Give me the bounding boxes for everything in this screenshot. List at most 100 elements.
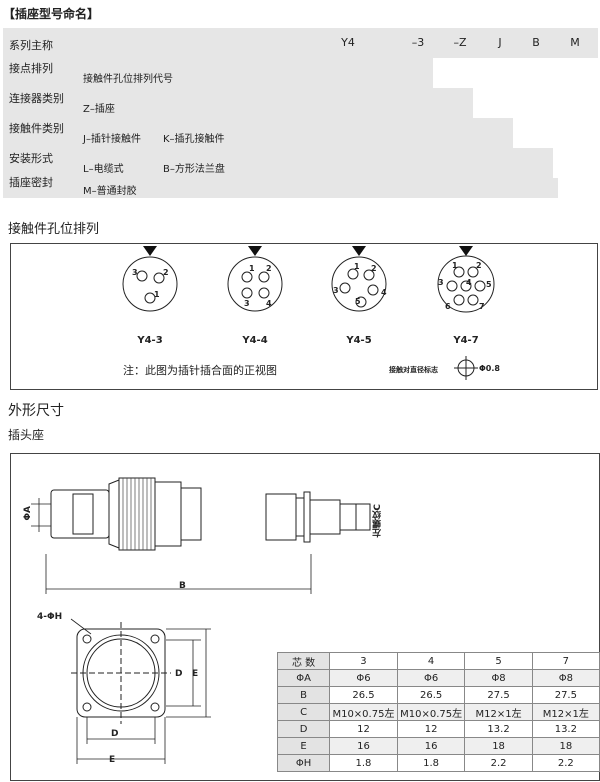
naming-row-series: 系列主称 Y4 –3 –Z J B M <box>3 28 598 58</box>
table-row: ΦH 1.8 1.8 2.2 2.2 <box>276 754 600 772</box>
table-row-header: D <box>276 720 331 738</box>
naming-row-value-2: K–插孔接触件 <box>163 134 225 145</box>
table-cell: 26.5 <box>329 686 398 704</box>
pin-note: 注：此图为插针插合面的正视图 <box>123 364 277 377</box>
naming-row-seal: 插座密封 M–普通封胶 <box>3 176 558 198</box>
legend-value: Φ0.8 <box>479 364 500 373</box>
table-row-header: C <box>276 703 331 721</box>
connector-drawing <box>31 477 371 764</box>
code-contact: J <box>498 36 502 49</box>
pin-number: 2 <box>163 268 169 277</box>
table-header-row: 芯 数 3 4 5 7 <box>276 652 600 670</box>
code-series: Y4 <box>341 36 355 49</box>
table-header-cell: 7 <box>531 652 600 670</box>
pin-diagram-y4-3 <box>122 246 178 312</box>
connector-side-view <box>50 477 202 551</box>
naming-row-value: Z–插座 <box>83 104 115 115</box>
pin-number: 4 <box>381 288 387 297</box>
dimension-drawing-box: ΦA B 左螺纹C 4-ΦH D E D E <box>10 453 600 781</box>
table-cell: 26.5 <box>396 686 466 704</box>
table-row: B 26.5 26.5 27.5 27.5 <box>276 686 600 704</box>
pin-number: 5 <box>355 297 361 306</box>
table-cell: Φ8 <box>464 669 533 687</box>
dimension-table: 芯 数 3 4 5 7 ΦA Φ6 Φ6 Φ8 Φ8 B 26.5 26.5 2… <box>276 652 600 772</box>
table-cell: M10×0.75左 <box>329 703 398 721</box>
naming-row-category: 连接器类别 Z–插座 <box>3 88 473 118</box>
dim-label-D: D <box>111 729 119 739</box>
legend-symbol-icon <box>454 356 478 380</box>
table-row-header: ΦA <box>276 669 331 687</box>
pin-number: 3 <box>244 299 250 308</box>
legend-label: 接触对直径标志 <box>389 366 438 374</box>
table-cell: Φ8 <box>531 669 600 687</box>
pin-number: 1 <box>354 262 360 271</box>
pin-number: 1 <box>452 261 458 270</box>
table-header-cell: 5 <box>464 652 533 670</box>
pin-diagram-y4-5 <box>331 246 387 312</box>
page-title: 【插座型号命名】 <box>3 7 100 21</box>
dim-label-phiA: ΦA <box>23 506 33 521</box>
connector-front-view <box>71 622 171 724</box>
naming-row-label: 连接器类别 <box>9 92 64 105</box>
table-cell: Φ6 <box>396 669 466 687</box>
table-row: E 16 16 18 18 <box>276 737 600 755</box>
dim-label-thread: 左螺纹C <box>373 504 383 538</box>
table-row: D 12 12 13.2 13.2 <box>276 720 600 738</box>
code-category: –Z <box>453 36 467 49</box>
pin-layout-box: 3 2 1 1 2 3 4 1 2 3 4 5 1 2 3 4 5 6 7 Y4… <box>10 243 598 390</box>
table-cell: 2.2 <box>531 754 600 772</box>
table-cell: 16 <box>329 737 398 755</box>
table-cell: 18 <box>531 737 600 755</box>
pin-diagram-y4-7 <box>437 246 495 313</box>
table-row: C M10×0.75左 M10×0.75左 M12×1左 M12×1左 <box>276 703 600 721</box>
pin-layout-name: Y4-5 <box>346 335 372 346</box>
table-header-cell: 4 <box>396 652 466 670</box>
naming-row-value: 接触件孔位排列代号 <box>83 74 173 85</box>
pin-number: 3 <box>132 268 138 277</box>
table-header-cell: 芯 数 <box>276 652 331 670</box>
naming-row-mount: 安装形式 L–电缆式 B–方形法兰盘 <box>3 148 553 178</box>
table-cell: 2.2 <box>464 754 533 772</box>
pin-number: 2 <box>266 264 272 273</box>
table-cell: 1.8 <box>329 754 398 772</box>
naming-row-label: 系列主称 <box>9 39 53 52</box>
pin-number: 5 <box>486 280 492 289</box>
code-layout: –3 <box>411 36 425 49</box>
naming-row-label: 接点排列 <box>9 62 53 75</box>
pin-layout-name: Y4-4 <box>242 335 268 346</box>
dim-label-D-vertical: D <box>175 669 183 679</box>
pin-number: 7 <box>479 302 485 311</box>
table-cell: 12 <box>329 720 398 738</box>
naming-row-value: J–插针接触件 <box>83 134 141 145</box>
pin-section-title: 接触件孔位排列 <box>8 222 100 237</box>
naming-row-contact: 接触件类别 J–插针接触件 K–插孔接触件 <box>3 118 513 148</box>
pin-diagram-y4-4 <box>227 246 283 312</box>
naming-row-label: 安装形式 <box>9 152 53 165</box>
pin-number: 6 <box>445 302 451 311</box>
connector-flange-view <box>265 491 371 543</box>
naming-row-value: L–电缆式 <box>83 164 124 175</box>
code-seal: M <box>570 36 580 49</box>
dim-section-subtitle: 插头座 <box>8 428 45 442</box>
table-cell: 1.8 <box>396 754 466 772</box>
table-row-header: E <box>276 737 331 755</box>
pin-number: 1 <box>249 264 255 273</box>
naming-row-value: M–普通封胶 <box>83 186 137 197</box>
table-row-header: ΦH <box>276 754 331 772</box>
dim-label-E: E <box>109 755 116 765</box>
table-cell: 13.2 <box>464 720 533 738</box>
naming-row-value-2: B–方形法兰盘 <box>163 164 225 175</box>
table-cell: 27.5 <box>531 686 600 704</box>
table-cell: 13.2 <box>531 720 600 738</box>
pin-number: 3 <box>438 278 444 287</box>
pin-number: 2 <box>476 261 482 270</box>
table-row-header: B <box>276 686 331 704</box>
pin-number: 1 <box>154 290 160 299</box>
pin-number: 2 <box>371 264 377 273</box>
dim-label-hole: 4-ΦH <box>37 612 63 622</box>
dim-label-E-vertical: E <box>192 669 199 679</box>
pin-layout-name: Y4-3 <box>137 335 163 346</box>
table-cell: M12×1左 <box>464 703 533 721</box>
naming-row-label: 插座密封 <box>9 176 53 189</box>
table-cell: 18 <box>464 737 533 755</box>
